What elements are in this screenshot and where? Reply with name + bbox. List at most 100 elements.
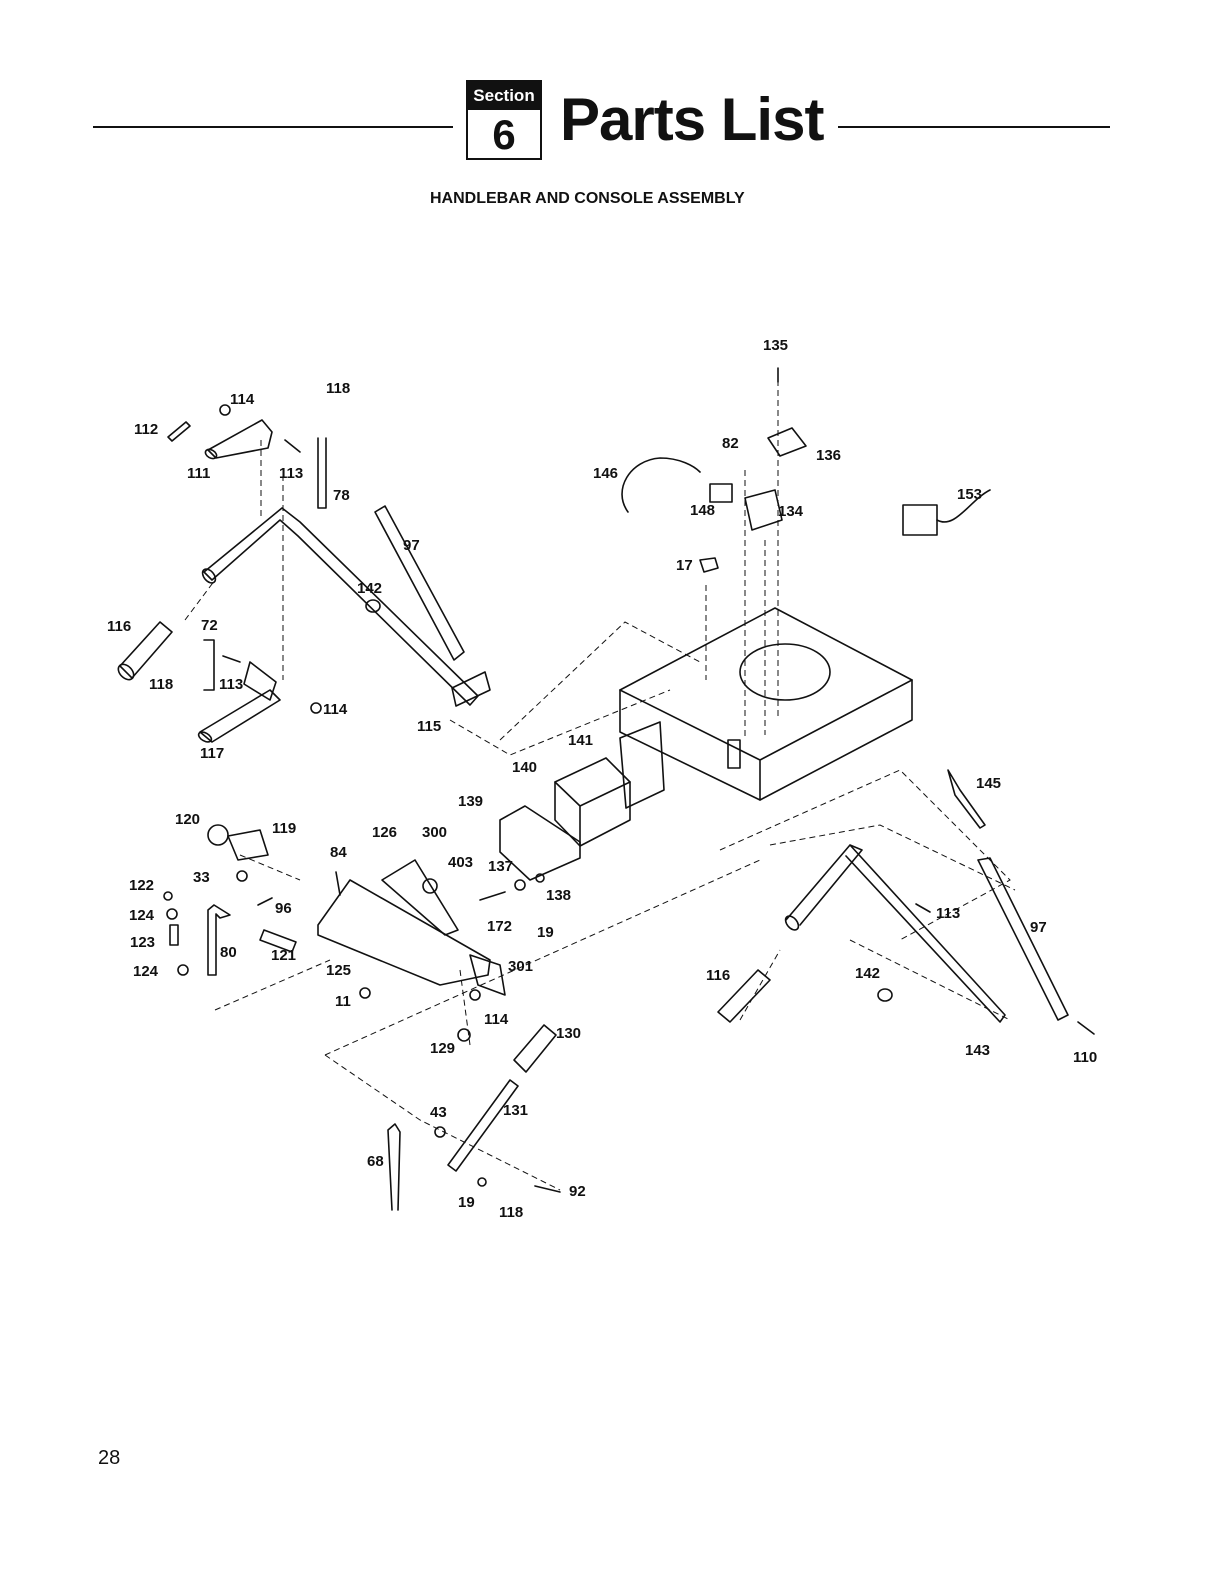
callout: 135 xyxy=(763,337,788,354)
callout: 78 xyxy=(333,487,350,504)
callout: 19 xyxy=(458,1194,475,1211)
callout: 300 xyxy=(422,824,447,841)
knob-120 xyxy=(208,825,228,845)
callout: 122 xyxy=(129,877,154,894)
callout: 97 xyxy=(403,537,420,554)
callout: 118 xyxy=(326,380,350,397)
console-box xyxy=(620,608,912,800)
rod-68 xyxy=(388,1124,400,1210)
callout: 111 xyxy=(187,465,210,482)
callout: 118 xyxy=(149,676,173,693)
callout: 112 xyxy=(134,421,158,438)
callout: 116 xyxy=(107,618,131,635)
callout: 138 xyxy=(546,887,571,904)
callout: 153 xyxy=(957,486,982,503)
callout: 84 xyxy=(330,844,347,861)
callout: 403 xyxy=(448,854,473,871)
callout: 82 xyxy=(722,435,739,452)
callout: 80 xyxy=(220,944,237,961)
callout: 148 xyxy=(690,502,715,519)
bolt-113-right xyxy=(916,904,930,912)
nut-114-upper xyxy=(220,405,230,415)
rod-97-lower xyxy=(978,858,1068,1020)
callout: 130 xyxy=(556,1025,581,1042)
callout: 124 xyxy=(129,907,155,924)
callout: 141 xyxy=(568,732,593,749)
charger-153 xyxy=(903,505,937,535)
switch-136 xyxy=(768,428,806,456)
grip-130 xyxy=(514,1025,556,1072)
bolt-113-lower xyxy=(223,656,240,662)
callout: 17 xyxy=(676,557,693,574)
leader-lines xyxy=(185,380,1015,1190)
spring-123 xyxy=(170,925,178,945)
gauge-126 xyxy=(382,860,458,935)
callout: 145 xyxy=(976,775,1001,792)
callout: 142 xyxy=(855,965,880,982)
lever-111 xyxy=(208,420,272,458)
link-72 xyxy=(204,640,214,690)
callout: 115 xyxy=(417,718,441,735)
nut-114-lower xyxy=(470,990,480,1000)
callout: 137 xyxy=(488,858,513,875)
clip-17 xyxy=(700,558,718,572)
callout: 68 xyxy=(367,1153,384,1170)
callout: 11 xyxy=(335,993,351,1010)
callout: 96 xyxy=(275,900,292,917)
washer-19 xyxy=(478,1178,486,1186)
washer-137 xyxy=(515,880,525,890)
callout: 134 xyxy=(778,503,804,520)
callout: 117 xyxy=(200,745,224,762)
washer-124 xyxy=(167,909,177,919)
callout: 125 xyxy=(326,962,351,979)
washer-124-lower xyxy=(178,965,188,975)
clip-142-lower xyxy=(878,989,892,1001)
callout: 123 xyxy=(130,934,155,951)
wire-146 xyxy=(622,458,700,512)
console-cutout xyxy=(740,644,830,700)
callout: 126 xyxy=(372,824,397,841)
switch-119 xyxy=(228,830,268,860)
callout: 114 xyxy=(230,391,255,408)
callout: 131 xyxy=(503,1102,528,1119)
callout: 120 xyxy=(175,811,200,828)
nut-11 xyxy=(360,988,370,998)
callout: 139 xyxy=(458,793,483,810)
lever-117 xyxy=(200,690,280,742)
callout: 129 xyxy=(430,1040,455,1057)
callout: 97 xyxy=(1030,919,1047,936)
callout: 113 xyxy=(279,465,303,482)
callout: 114 xyxy=(484,1011,509,1028)
nut-114 xyxy=(311,703,321,713)
callout: 140 xyxy=(512,759,537,776)
callout-labels: 135 118 114 112 111 113 78 97 142 136 82… xyxy=(107,337,1097,1221)
washer-33 xyxy=(237,871,247,881)
parts-drawing xyxy=(115,368,1094,1210)
lever-bracket xyxy=(244,662,276,700)
callout: 43 xyxy=(430,1104,447,1121)
pin-112 xyxy=(168,422,190,441)
callout: 92 xyxy=(569,1183,586,1200)
callout: 116 xyxy=(706,967,730,984)
lower-handlebar xyxy=(786,845,1005,1022)
bolt-84 xyxy=(336,872,340,895)
bolt-113-upper xyxy=(285,440,300,452)
callout: 119 xyxy=(272,820,296,837)
nut-122 xyxy=(164,892,172,900)
callout: 113 xyxy=(936,905,960,922)
callout: 146 xyxy=(593,465,618,482)
callout: 142 xyxy=(357,580,382,597)
callout: 121 xyxy=(271,947,296,964)
bracket-141 xyxy=(620,722,664,808)
rod-97-upper xyxy=(375,506,464,660)
callout: 114 xyxy=(323,701,348,718)
callout: 72 xyxy=(201,617,218,634)
callout: 118 xyxy=(499,1204,523,1221)
bolt-110 xyxy=(1078,1022,1094,1034)
callout: 110 xyxy=(1073,1049,1097,1066)
rod-80 xyxy=(208,905,230,975)
page-number: 28 xyxy=(98,1446,120,1470)
upper-handlebar xyxy=(204,508,478,705)
rod-78 xyxy=(318,438,326,508)
